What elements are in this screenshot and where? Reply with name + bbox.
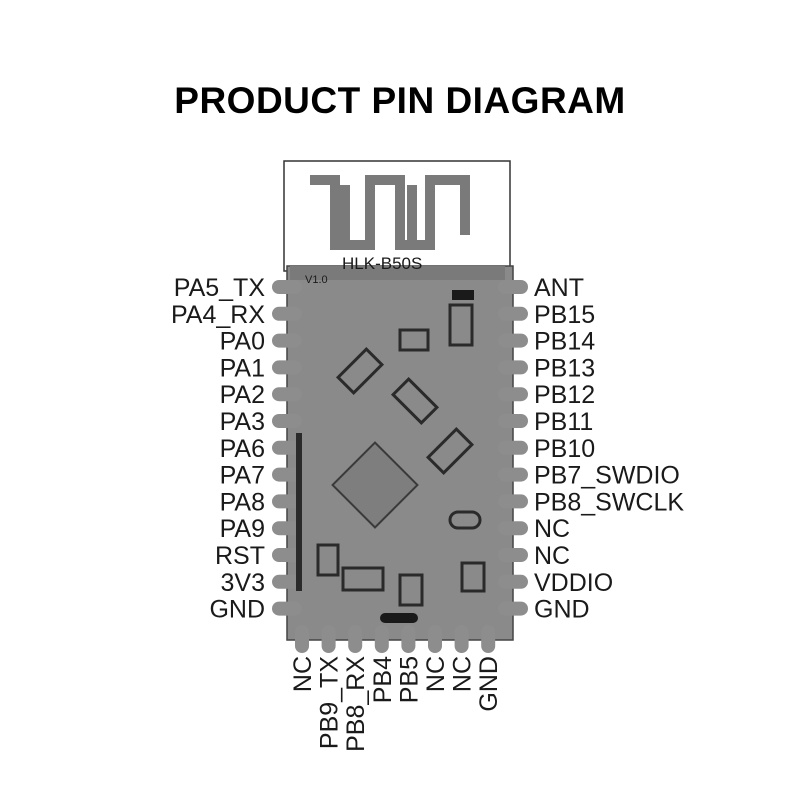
pin-label-left: 3V3 [221,569,265,597]
pin-label-left: RST [215,542,265,570]
pin-pads [272,280,528,653]
pin-label-right: PB13 [534,354,595,382]
pin-label-bottom: PB8_RX [342,656,370,752]
pin-pad-right [498,494,528,509]
module-name: HLK-B50S [342,254,422,273]
mcu-chip [331,441,419,529]
pin-label-left: GND [209,596,265,624]
pin-pad-right [498,548,528,562]
pin-pad-left [272,601,302,616]
pin-label-bottom: PB4 [369,656,397,703]
pin-pad-bottom [321,625,336,653]
pin-pad-left [272,467,302,482]
pin-label-right: ANT [534,274,584,302]
pin-pad-left [272,414,302,428]
pin-pad-right [498,440,528,455]
pin-label-left: PA5_TX [174,274,266,302]
pin-label-bottom: NC [422,656,450,692]
pin-pad-left [272,494,302,509]
bottom-component [380,613,418,623]
pin-pad-bottom [428,625,442,653]
pin-label-right: PB15 [534,301,595,329]
pin-label-left: PA4_RX [171,301,265,329]
pin-pad-right [498,333,528,348]
ant-component [452,290,474,300]
pin-label-bottom: GND [475,656,503,712]
pin-pad-bottom [295,625,309,653]
pin-pad-left [272,280,302,294]
components [316,303,486,607]
antenna-trace [310,175,470,250]
pin-pad-bottom [348,625,363,653]
pin-pad-bottom [454,625,469,653]
pin-pad-right [498,601,528,616]
pin-label-right: PB7_SWDIO [534,462,680,490]
pin-pad-right [498,414,528,428]
pin-label-left: PA0 [220,328,265,356]
pin-label-left: PA8 [220,488,265,516]
diagram-title: PRODUCT PIN DIAGRAM [174,80,626,121]
label-strip [290,266,505,280]
pin-pad-left [272,333,302,348]
pin-label-bottom: PB9_TX [316,656,344,749]
pin-label-right: PB14 [534,328,595,356]
pin-label-left: PA1 [220,354,265,382]
pin-label-right: PB10 [534,435,595,463]
pin-label-left: PA7 [220,462,265,490]
pin-label-left: PA2 [220,381,265,409]
pin-label-right: GND [534,596,590,624]
module-version: V1.0 [305,274,328,286]
pin-pad-right [498,280,528,294]
pin-pad-right [498,306,528,321]
pin-label-left: PA6 [220,435,265,463]
pin-label-bottom: PB5 [395,656,423,703]
pin-pad-right [498,574,528,589]
pin-pad-right [498,387,528,402]
pin-labels: PA5_TXPA4_RXPA0PA1PA2PA3PA6PA7PA8PA9RST3… [171,274,684,752]
pin-pad-left [272,360,302,375]
pin-pad-left [272,306,302,321]
pin-pad-left [272,387,302,402]
pin-pad-right [498,521,528,536]
pin-label-right: NC [534,542,570,570]
pin-label-right: PB8_SWCLK [534,488,684,516]
pin-label-bottom: NC [289,656,317,692]
pin-label-left: PA3 [220,408,265,436]
pin-label-right: PB12 [534,381,595,409]
pin-label-right: PB11 [534,408,593,436]
pin-label-bottom: NC [449,656,477,692]
pin-pad-bottom [374,625,389,653]
pin-pad-right [498,467,528,482]
pin-pad-left [272,548,302,562]
trace-bar [296,433,302,591]
pin-label-right: NC [534,515,570,543]
pin-pad-bottom [401,625,416,653]
pin-pad-left [272,440,302,455]
pin-label-right: VDDIO [534,569,613,597]
pin-label-left: PA9 [220,515,265,543]
pin-pad-right [498,360,528,375]
pin-pad-bottom [481,625,496,653]
pin-pad-left [272,574,302,589]
pin-pad-left [272,521,302,536]
